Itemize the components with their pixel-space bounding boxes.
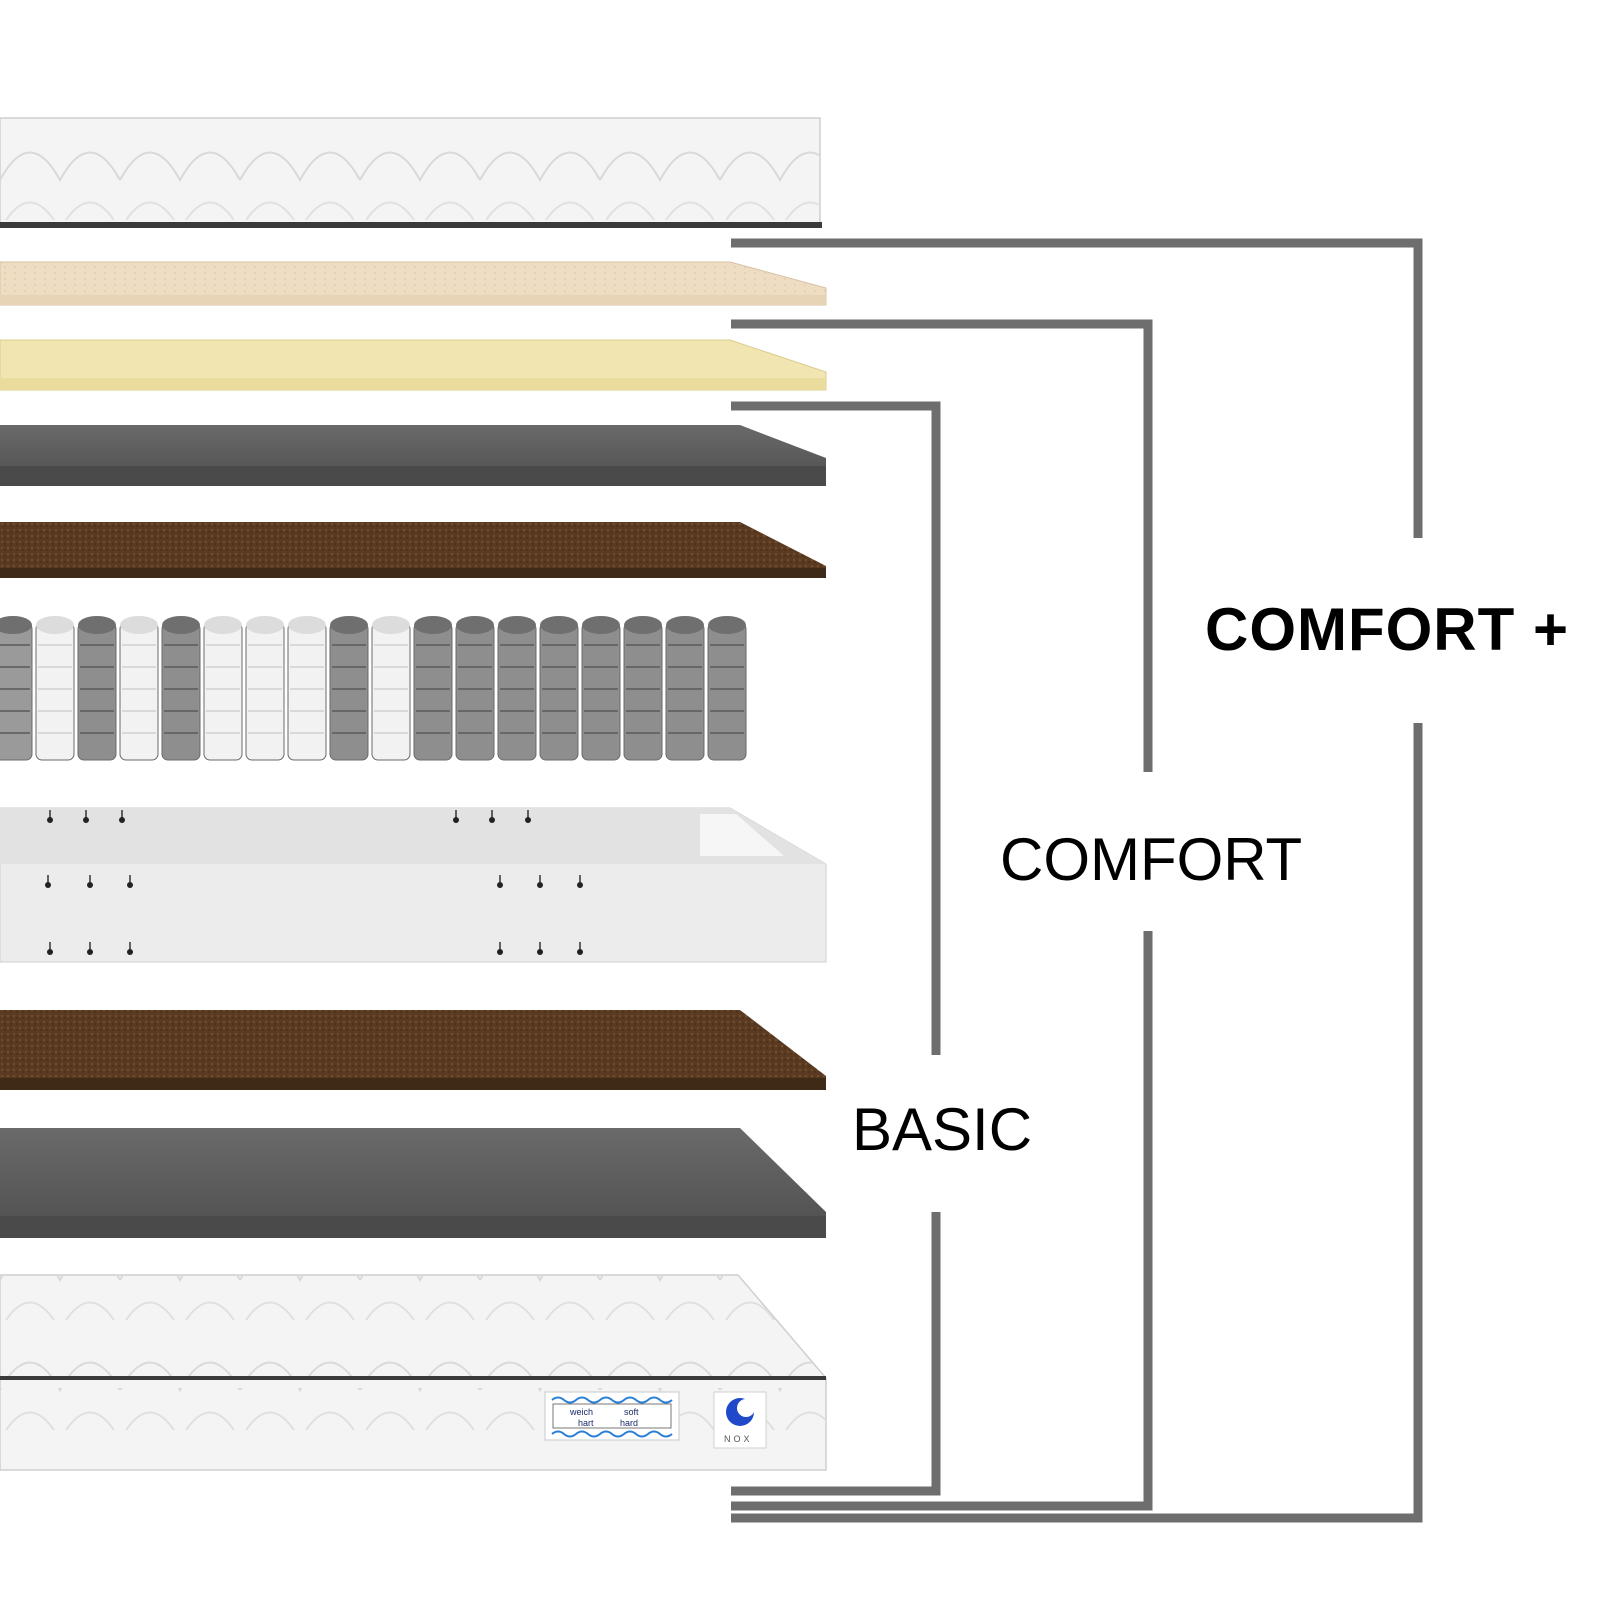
frame-pin bbox=[87, 949, 93, 955]
frame-pin bbox=[577, 882, 583, 888]
pocket-spring bbox=[0, 622, 33, 761]
bracket-comfort-plus-bottom bbox=[731, 723, 1423, 1523]
pocket-spring-top bbox=[288, 616, 326, 634]
foam-frame bbox=[0, 807, 827, 963]
frame-pin bbox=[45, 882, 51, 888]
tag-hard: hard bbox=[620, 1418, 638, 1428]
pocket-spring-top bbox=[204, 616, 242, 634]
tier-brackets bbox=[731, 238, 1423, 1523]
pocket-spring bbox=[329, 622, 369, 761]
bracket-comfort-plus-top bbox=[731, 238, 1423, 538]
pocket-spring bbox=[623, 622, 663, 761]
frame-pin bbox=[83, 817, 89, 823]
pocket-spring-top bbox=[78, 616, 116, 634]
pocket-spring bbox=[119, 622, 159, 761]
brand-logo: NOX bbox=[713, 1391, 767, 1449]
tier-label-comfort-plus: COMFORT + bbox=[1205, 596, 1569, 663]
frame-pins bbox=[45, 810, 583, 955]
frame-pin bbox=[497, 882, 503, 888]
pocket-spring bbox=[581, 622, 621, 761]
bracket-basic-bottom bbox=[731, 1212, 941, 1496]
bracket-comfort-bottom bbox=[731, 931, 1153, 1511]
frame-pin bbox=[47, 949, 53, 955]
frame-pin bbox=[497, 949, 503, 955]
pocket-spring bbox=[707, 622, 747, 761]
pocket-spring-top bbox=[498, 616, 536, 634]
pocket-spring-top bbox=[414, 616, 452, 634]
firmness-tag: weich soft hart hard bbox=[544, 1391, 680, 1441]
pocket-spring-top bbox=[120, 616, 158, 634]
grey-foam-top-layer bbox=[0, 425, 826, 486]
pocket-spring-top bbox=[36, 616, 74, 634]
pocket-spring-top bbox=[0, 616, 32, 634]
pocket-spring bbox=[77, 622, 117, 761]
pocket-spring-top bbox=[708, 616, 746, 634]
pocket-spring bbox=[203, 622, 243, 761]
memory-foam-layer bbox=[0, 339, 827, 391]
pocket-spring-top bbox=[372, 616, 410, 634]
pocket-spring-top bbox=[246, 616, 284, 634]
pocket-spring-top bbox=[456, 616, 494, 634]
pocket-spring-top bbox=[540, 616, 578, 634]
latex-layer bbox=[0, 261, 827, 306]
pocket-spring bbox=[287, 622, 327, 761]
frame-pin bbox=[489, 817, 495, 823]
bracket-basic-top bbox=[731, 401, 941, 1055]
tier-label-comfort: COMFORT bbox=[1000, 826, 1303, 893]
bracket-comfort-top bbox=[731, 319, 1153, 772]
coconut-fiber-bottom-layer bbox=[0, 1010, 826, 1090]
bottom-quilted-cover: weich soft hart hard NOX bbox=[0, 1274, 827, 1471]
frame-pin bbox=[47, 817, 53, 823]
frame-pin bbox=[119, 817, 125, 823]
pocket-spring-top bbox=[330, 616, 368, 634]
pocket-spring-top bbox=[582, 616, 620, 634]
top-quilted-cover bbox=[0, 117, 822, 228]
frame-pin bbox=[577, 949, 583, 955]
pocket-spring bbox=[35, 622, 75, 761]
grey-foam-bottom-layer bbox=[0, 1128, 826, 1238]
pocket-spring-top bbox=[162, 616, 200, 634]
pocket-spring bbox=[539, 622, 579, 761]
pocket-spring-core bbox=[0, 616, 747, 761]
pocket-spring bbox=[497, 622, 537, 761]
pocket-spring bbox=[161, 622, 201, 761]
logo-text: NOX bbox=[724, 1434, 753, 1444]
coconut-fiber-top-layer bbox=[0, 522, 826, 578]
tier-label-basic: BASIC bbox=[852, 1096, 1033, 1163]
pocket-spring-top bbox=[624, 616, 662, 634]
frame-pin bbox=[537, 949, 543, 955]
pocket-spring bbox=[413, 622, 453, 761]
frame-pin bbox=[453, 817, 459, 823]
frame-pin bbox=[127, 949, 133, 955]
frame-pin bbox=[127, 882, 133, 888]
tag-soft: soft bbox=[624, 1407, 639, 1417]
tag-weich: weich bbox=[569, 1407, 593, 1417]
pocket-spring bbox=[245, 622, 285, 761]
pocket-spring-top bbox=[666, 616, 704, 634]
frame-pin bbox=[87, 882, 93, 888]
pocket-spring bbox=[665, 622, 705, 761]
pocket-spring bbox=[371, 622, 411, 761]
pocket-spring bbox=[455, 622, 495, 761]
frame-pin bbox=[525, 817, 531, 823]
frame-pin bbox=[537, 882, 543, 888]
tag-hart: hart bbox=[578, 1418, 594, 1428]
